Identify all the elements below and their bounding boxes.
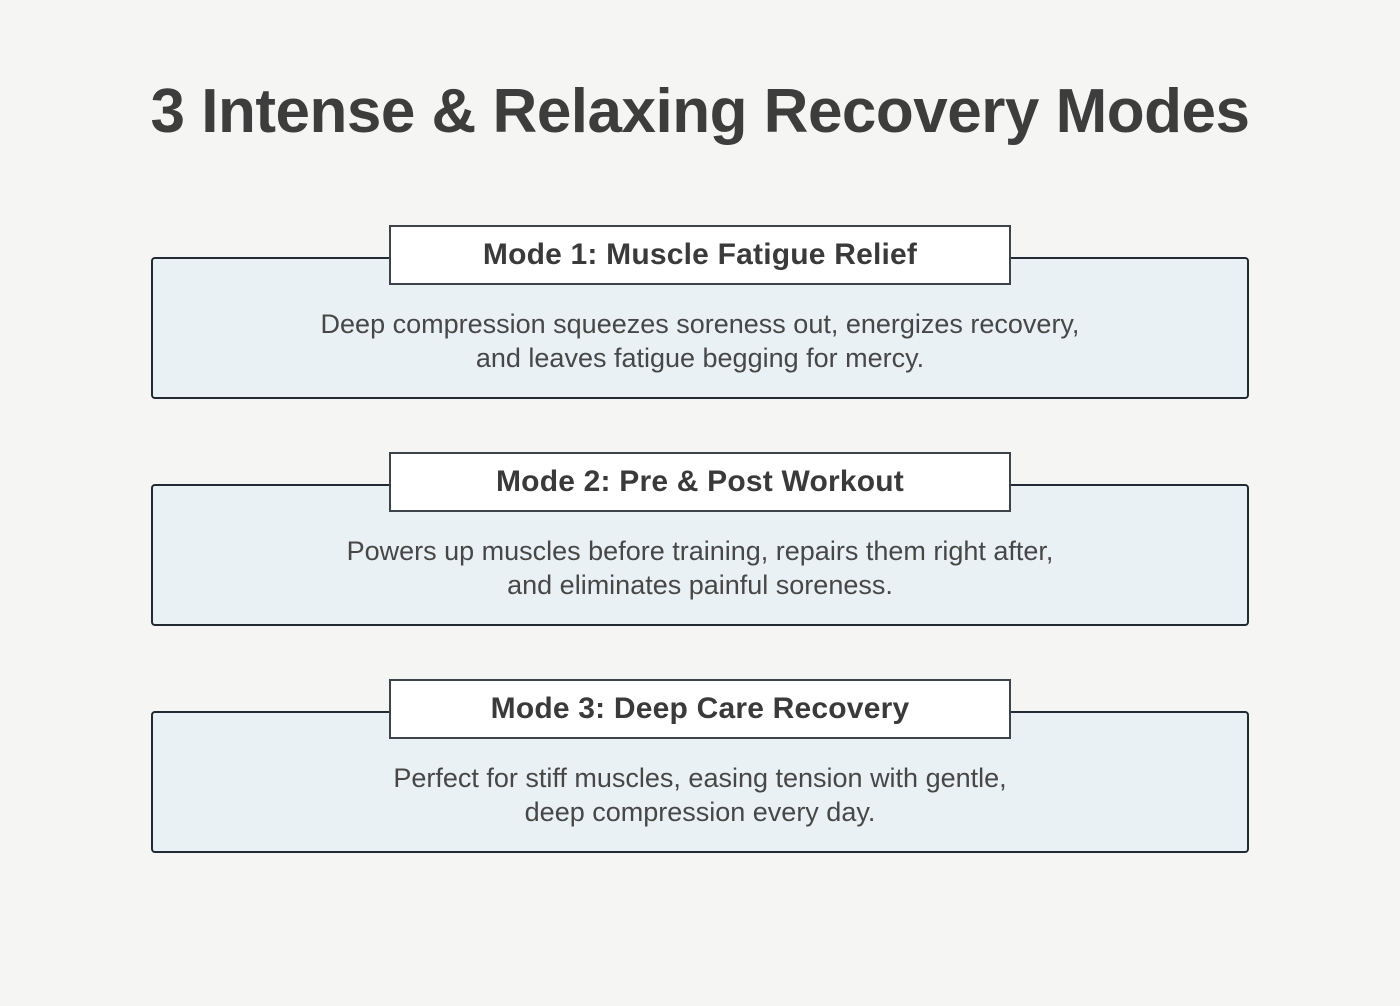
mode-1-description-line-2: and leaves fatigue begging for mercy.	[475, 343, 925, 373]
mode-3-heading-label: Mode 3: Deep Care Recovery	[490, 692, 910, 725]
mode-2-header: Mode 2: Pre & Post Workout	[389, 452, 1011, 512]
mode-1-description-line-1: Deep compression squeezes soreness out, …	[320, 309, 1080, 339]
mode-3-header: Mode 3: Deep Care Recovery	[389, 679, 1011, 739]
mode-card-2: Mode 2: Pre & Post Workout Powers up mus…	[151, 452, 1249, 626]
mode-1-header: Mode 1: Muscle Fatigue Relief	[389, 225, 1011, 285]
mode-card-1: Mode 1: Muscle Fatigue Relief Deep compr…	[151, 225, 1249, 399]
mode-3-description-line-1: Perfect for stiff muscles, easing tensio…	[393, 763, 1007, 793]
mode-2-description-line-2: and eliminates painful soreness.	[507, 570, 893, 600]
mode-1-heading-label: Mode 1: Muscle Fatigue Relief	[482, 238, 918, 271]
mode-2-description-line-1: Powers up muscles before training, repai…	[346, 536, 1054, 566]
page-title: 3 Intense & Relaxing Recovery Modes	[150, 77, 1250, 146]
mode-2-heading-label: Mode 2: Pre & Post Workout	[495, 465, 905, 498]
mode-card-3: Mode 3: Deep Care Recovery Perfect for s…	[151, 679, 1249, 853]
mode-cards-list: Mode 1: Muscle Fatigue Relief Deep compr…	[151, 225, 1249, 853]
mode-3-description-line-2: deep compression every day.	[524, 797, 876, 827]
